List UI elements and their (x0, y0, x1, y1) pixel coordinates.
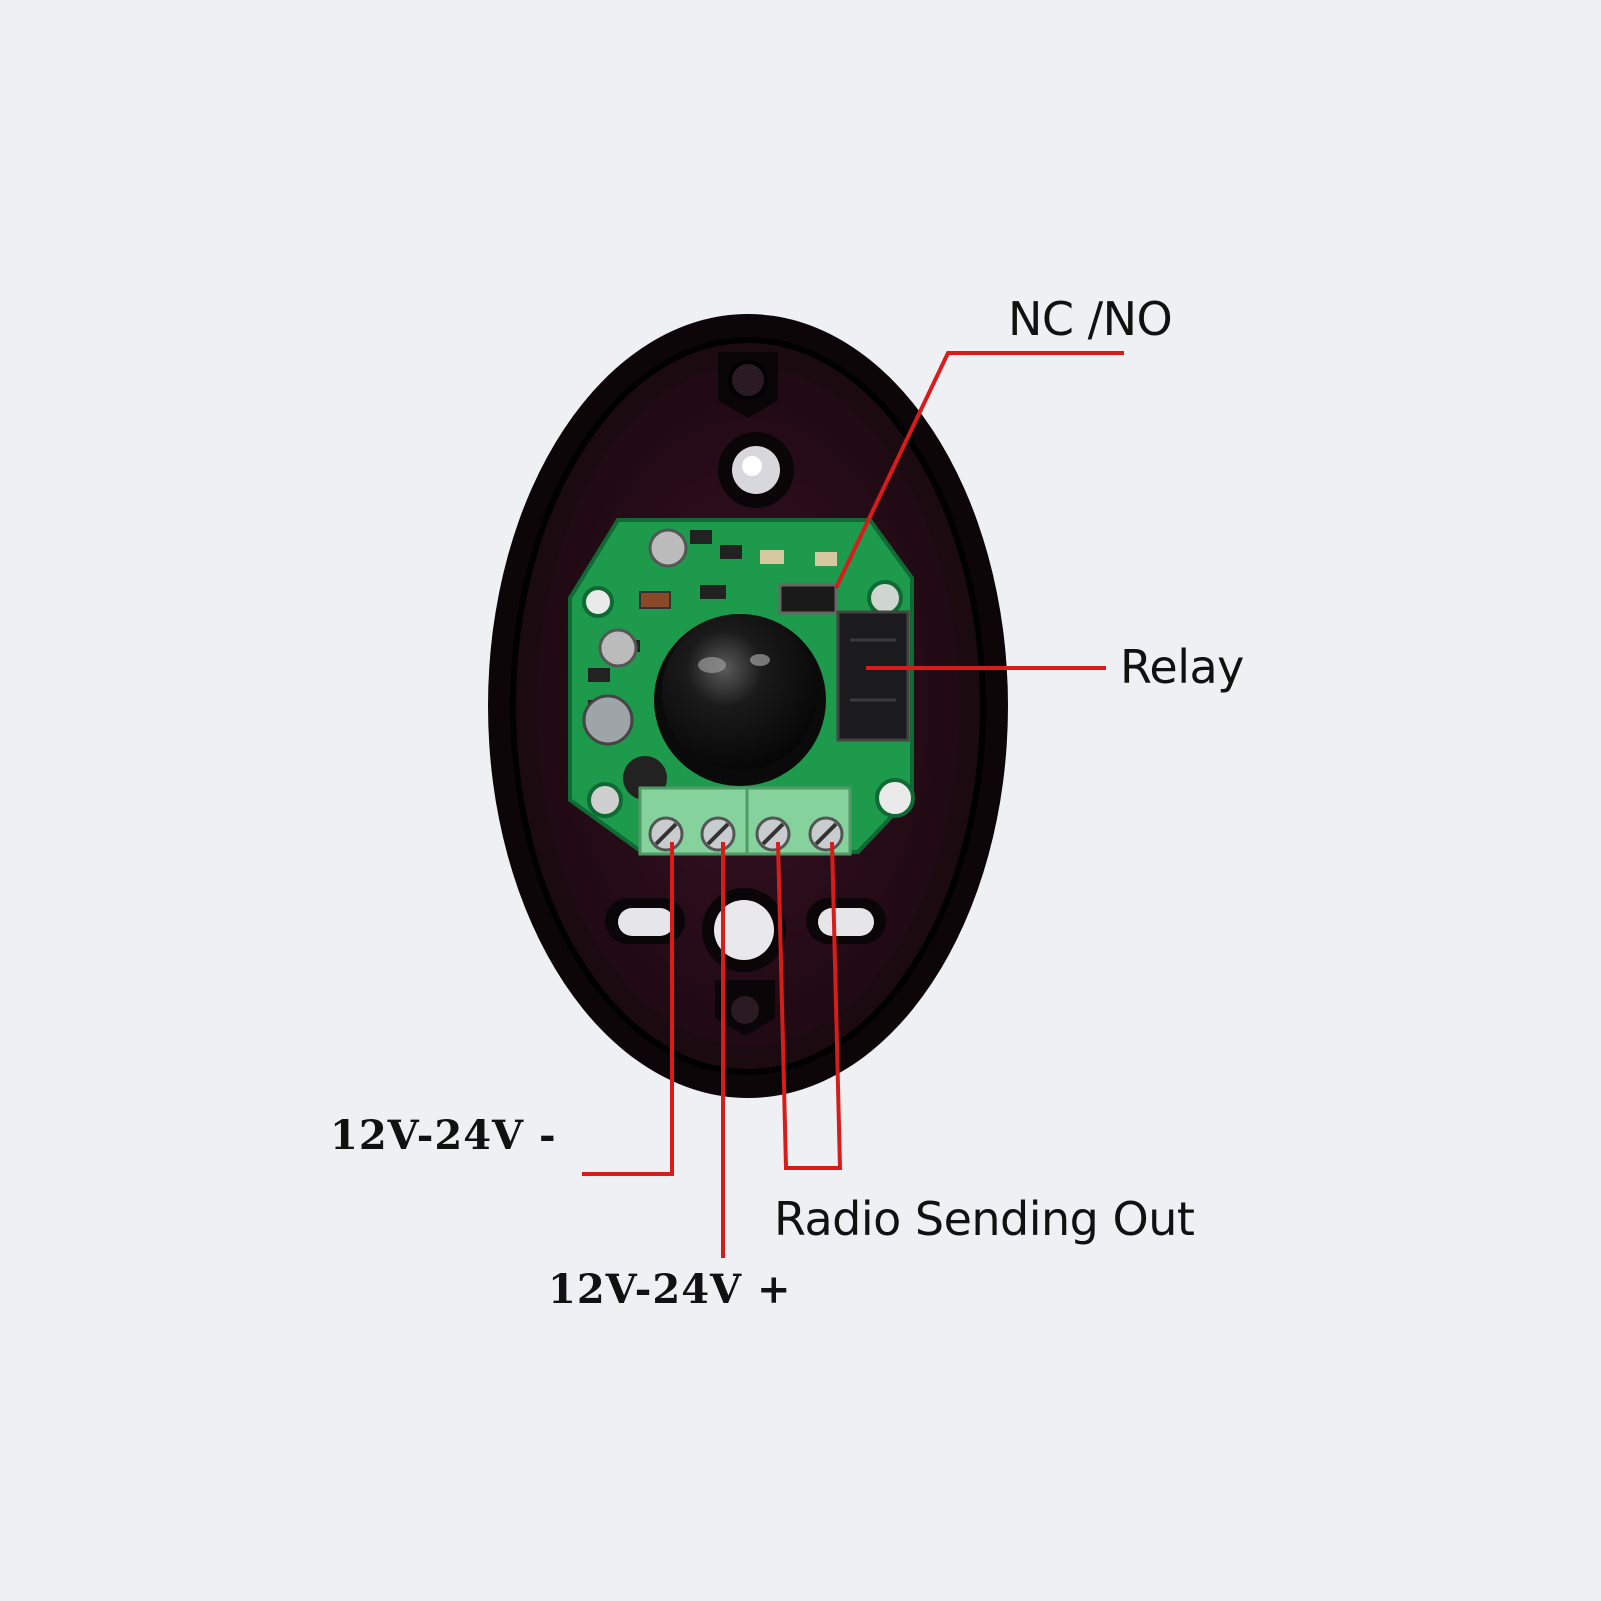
label-relay: Relay (1120, 640, 1244, 694)
label-power-positive: 12V-24V + (548, 1266, 792, 1313)
callout-line-nc-no (834, 351, 1124, 589)
label-power-negative: 12V-24V - (330, 1112, 557, 1159)
relay-component (836, 610, 910, 742)
label-radio-sending-out: Radio Sending Out (774, 1192, 1195, 1246)
top-mounting-holes (718, 352, 794, 508)
label-nc-no: NC /NO (1008, 292, 1173, 346)
terminal-block (638, 786, 852, 856)
pir-sensor-dome (654, 614, 826, 786)
callout-line-power-negative (582, 842, 674, 1176)
callout-line-radio-out (776, 841, 843, 1170)
